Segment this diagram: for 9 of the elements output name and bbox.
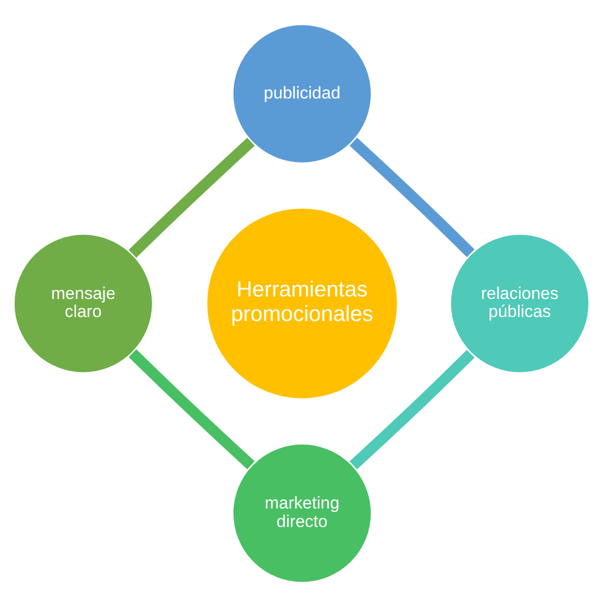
node-circle: relaciones públicas xyxy=(448,232,591,374)
connector xyxy=(128,348,255,469)
node-circle: Herramientas promocionales xyxy=(204,206,400,400)
node-circle: marketing directo xyxy=(230,442,374,584)
connector xyxy=(350,137,475,257)
node-circle: publicidad xyxy=(230,22,374,164)
connector xyxy=(350,349,475,469)
connector xyxy=(128,137,255,258)
node-circle: mensaje claro xyxy=(12,232,154,374)
